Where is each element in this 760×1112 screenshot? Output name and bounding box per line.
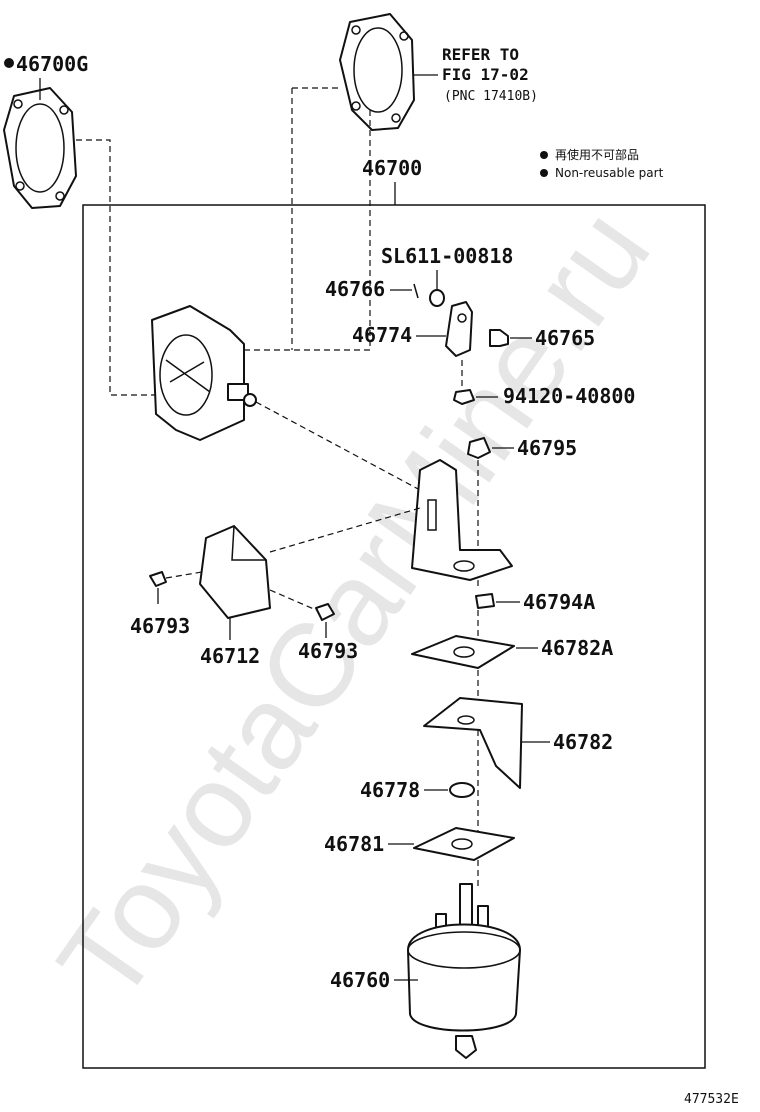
- bracket-icon: [411, 459, 513, 581]
- pin-icon: [413, 283, 419, 299]
- dash-bracket: [269, 507, 421, 553]
- part-46760: 46760: [330, 968, 390, 992]
- part-sl611: SL611-00818: [381, 244, 513, 268]
- part-94120: 94120-40800: [503, 384, 635, 408]
- part-46782: 46782: [553, 730, 613, 754]
- washer-icon: [429, 289, 445, 307]
- legend-bullet-icon: [540, 151, 548, 159]
- collar-icon: [475, 593, 495, 609]
- non-reusable-bullet-icon: [4, 58, 14, 68]
- part-46795: 46795: [517, 436, 577, 460]
- part-46765: 46765: [535, 326, 595, 350]
- legend: 再使用不可部品 Non-reusable part: [540, 147, 664, 180]
- nut-icon: [453, 389, 475, 405]
- plate-icon: [411, 635, 515, 669]
- grommet-icon: [449, 782, 475, 798]
- dash-46700g: [76, 139, 160, 396]
- part-46782A: 46782A: [541, 636, 613, 660]
- dash-refer-2: [291, 87, 340, 350]
- dash-bolt-b: [269, 589, 317, 611]
- cover-icon: [199, 525, 271, 619]
- gasket-refer-icon: [339, 13, 415, 131]
- bolt-icon: [149, 571, 167, 587]
- throttle-body-icon: [151, 305, 257, 441]
- part-46700G: 46700G: [16, 52, 88, 76]
- refer-line1: REFER TO: [442, 45, 519, 64]
- part-46793a: 46793: [130, 614, 190, 638]
- part-46778: 46778: [360, 778, 420, 802]
- part-46774: 46774: [352, 323, 412, 347]
- figure-id: 477532E: [684, 1092, 739, 1107]
- refer-line3: (PNC 17410B): [444, 89, 538, 104]
- seal-plate-icon: [413, 827, 515, 861]
- legend-jp: 再使用不可部品: [555, 147, 639, 162]
- legend-en: Non-reusable part: [555, 166, 664, 180]
- flange-nut-icon: [467, 437, 491, 459]
- part-46712: 46712: [200, 644, 260, 668]
- part-46794A: 46794A: [523, 590, 595, 614]
- dash-refer: [240, 110, 371, 351]
- dash-bolt-a: [165, 571, 203, 579]
- actuator-icon: [407, 883, 521, 1059]
- gasket-46700g-icon: [3, 87, 77, 209]
- refer-line2: FIG 17-02: [442, 65, 529, 84]
- assembly-frame: [82, 204, 706, 1069]
- assembly-label: 46700: [362, 156, 422, 180]
- part-46781: 46781: [324, 832, 384, 856]
- part-46766: 46766: [325, 277, 385, 301]
- clevis-icon: [445, 301, 473, 357]
- bolt-icon: [315, 603, 335, 621]
- part-46793b: 46793: [298, 639, 358, 663]
- dash-throttle: [255, 401, 421, 491]
- heat-shield-icon: [423, 697, 523, 789]
- legend-bullet-icon: [540, 169, 548, 177]
- clevis-pin-icon: [489, 329, 509, 347]
